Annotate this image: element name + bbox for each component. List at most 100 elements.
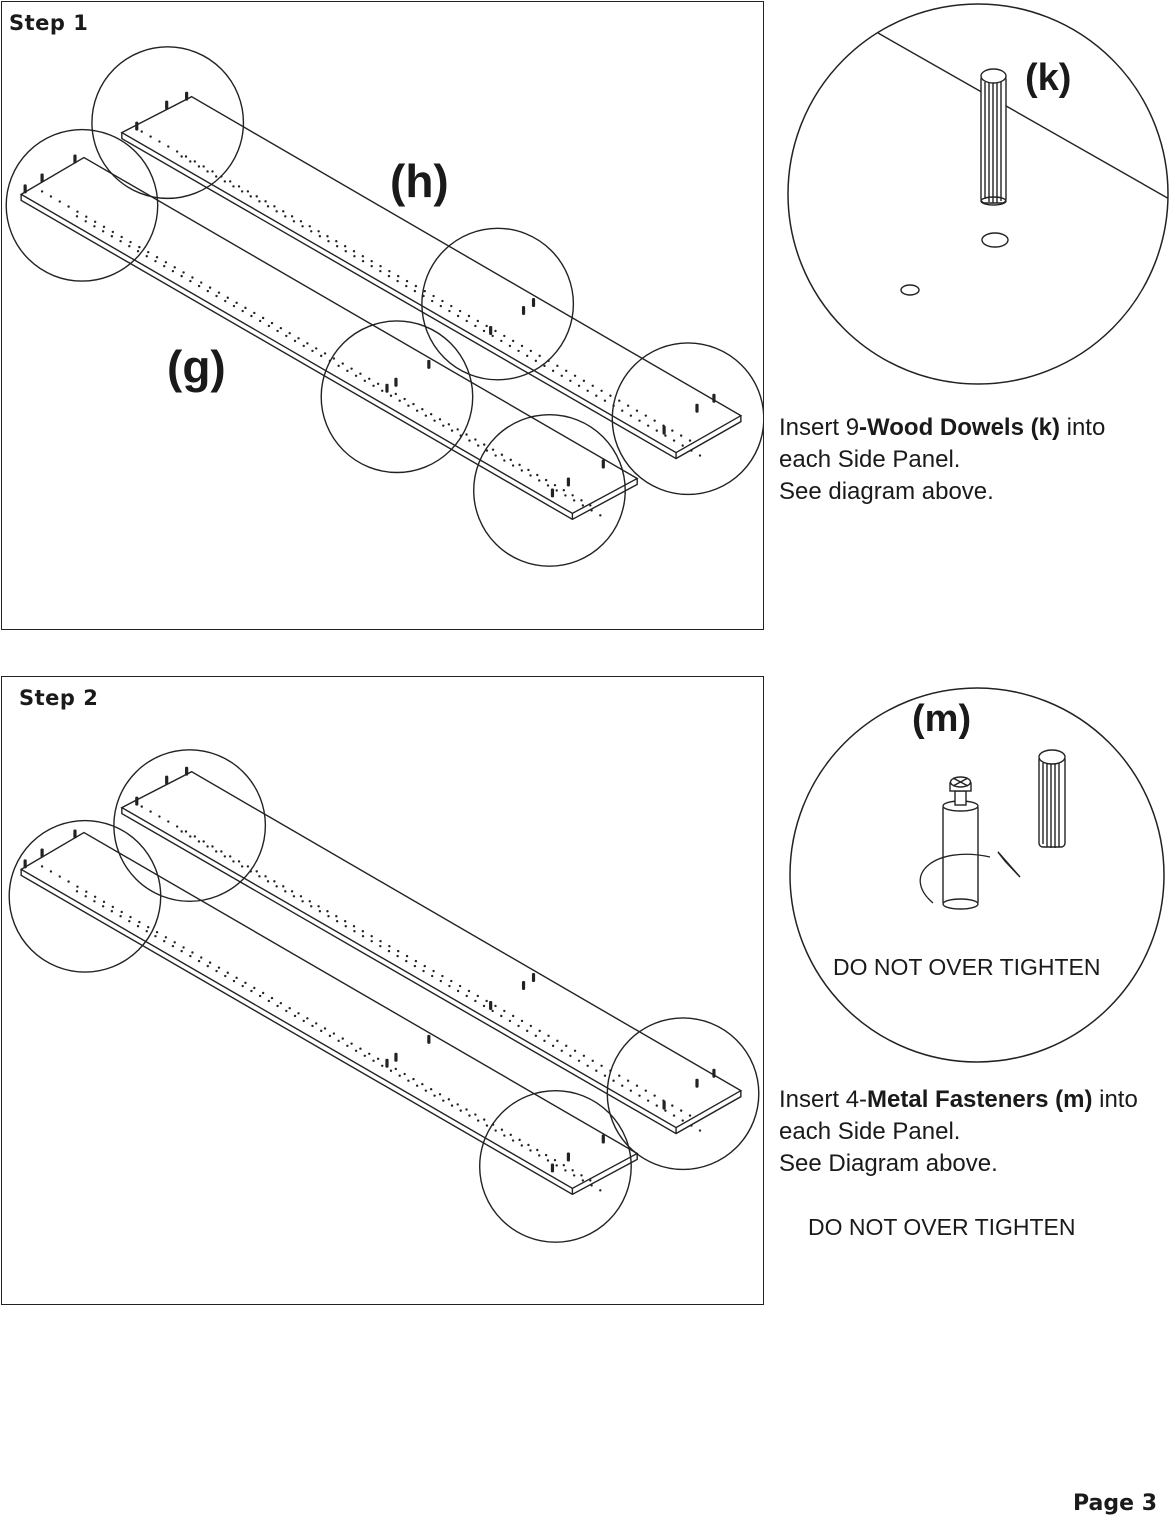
- hole-dot: [646, 424, 650, 427]
- hole-dot: [85, 890, 88, 893]
- hole-dot: [591, 1059, 594, 1062]
- hole-dot: [599, 1189, 602, 1192]
- hole-dot: [476, 319, 479, 323]
- hole-dot: [595, 1069, 598, 1072]
- instruction-text: each Side Panel.: [779, 446, 961, 473]
- step-1-illustration: [5, 46, 763, 567]
- instruction-text: See Diagram above.: [779, 1150, 998, 1177]
- hole-dot: [526, 354, 529, 358]
- hole-dot: [520, 344, 524, 348]
- hole-dot: [430, 974, 434, 978]
- detail-warning-text: DO NOT OVER TIGHTEN: [833, 954, 1101, 980]
- hole-dot: [688, 1114, 692, 1117]
- hole-dot: [140, 130, 143, 133]
- hole-dot: [538, 1154, 541, 1157]
- hole-dot: [149, 135, 152, 138]
- hole-dot: [635, 409, 639, 412]
- hole-dot: [76, 885, 79, 888]
- hole-dot: [293, 1014, 297, 1018]
- hole-dot: [240, 190, 244, 193]
- hole-dot: [560, 374, 563, 378]
- hole-dot: [249, 870, 252, 873]
- hole-dot: [266, 205, 270, 208]
- hole-dot: [173, 266, 176, 269]
- dowel-icon: [23, 184, 27, 194]
- hole-dot: [491, 1123, 495, 1126]
- hole-dot: [372, 1059, 375, 1062]
- hole-dot: [429, 1088, 433, 1091]
- hole-dot: [235, 301, 238, 305]
- hole-dot: [353, 929, 356, 933]
- hole-dot: [688, 439, 692, 442]
- dowel-icon: [135, 796, 139, 806]
- hole-dot: [293, 339, 297, 343]
- hole-dot: [308, 225, 311, 228]
- hole-dot: [323, 1027, 327, 1030]
- hole-dot: [158, 815, 161, 818]
- hole-dot: [317, 230, 320, 233]
- hole-dot: [589, 504, 592, 507]
- hole-dot: [564, 1169, 567, 1172]
- instruction-text: each Side Panel.: [779, 1118, 961, 1145]
- hole-dot: [58, 200, 61, 203]
- dowel-icon: [566, 477, 571, 487]
- step-2-instruction: Insert 4-Metal Fasteners (m) into each S…: [779, 1084, 1138, 1180]
- hole-dot: [520, 469, 524, 472]
- hole-dot: [494, 454, 497, 457]
- hole-dot: [491, 1009, 494, 1013]
- hole-dot: [253, 986, 256, 990]
- hole-dot: [285, 1009, 288, 1013]
- dowel-icon: [531, 298, 536, 308]
- dowel-icon: [489, 1000, 493, 1010]
- hole-dot: [618, 399, 621, 402]
- hole-dot: [508, 1019, 512, 1023]
- hole-dot: [273, 205, 276, 208]
- hole-dot: [526, 1029, 529, 1033]
- dowel-detail-magnifier: [787, 3, 1169, 385]
- hole-dot: [197, 284, 201, 288]
- hole-dot: [474, 438, 477, 441]
- hole-dot: [415, 409, 419, 412]
- hole-dot: [591, 384, 594, 387]
- hole-dot: [184, 830, 188, 833]
- hole-dot: [288, 332, 291, 335]
- fastener-detail-magnifier: [789, 687, 1165, 1063]
- hole-dot: [600, 389, 603, 392]
- hole-dot: [250, 314, 253, 318]
- hole-dot: [376, 1057, 380, 1061]
- hole-dot: [560, 1049, 563, 1053]
- hole-dot: [441, 299, 444, 303]
- hole-dot: [421, 1082, 424, 1086]
- dowel-icon: [385, 383, 389, 393]
- hole-dot: [423, 289, 426, 293]
- hole-dot: [603, 399, 607, 402]
- hole-dot: [671, 1104, 674, 1107]
- hole-dot: [361, 259, 365, 263]
- hole-dot: [315, 347, 318, 350]
- instruction-text: Insert 9: [779, 414, 860, 441]
- hole-dot: [482, 329, 486, 333]
- hole-dot: [110, 235, 114, 238]
- hole-dot: [638, 419, 641, 422]
- hole-dot: [182, 946, 185, 949]
- hole-dot: [413, 289, 417, 293]
- dowel-icon: [185, 91, 189, 101]
- hole-dot: [217, 966, 221, 969]
- hole-dot: [279, 1001, 283, 1005]
- hole-dot: [432, 969, 435, 973]
- hole-dot: [422, 294, 425, 298]
- hole-dot: [511, 1014, 515, 1018]
- hole-dot: [318, 235, 322, 238]
- hole-dot: [441, 974, 444, 978]
- part-label-k: (k): [1025, 57, 1072, 99]
- hole-dot: [282, 885, 285, 888]
- dowel-icon: [712, 393, 716, 403]
- hole-dot: [653, 1094, 656, 1097]
- hole-dot: [111, 905, 115, 909]
- hole-dot: [85, 215, 88, 218]
- dowel-icon: [601, 1134, 605, 1144]
- hole-dot: [424, 414, 428, 417]
- hole-dot: [215, 175, 218, 178]
- hole-dot: [387, 949, 391, 953]
- hole-dot: [381, 1064, 384, 1067]
